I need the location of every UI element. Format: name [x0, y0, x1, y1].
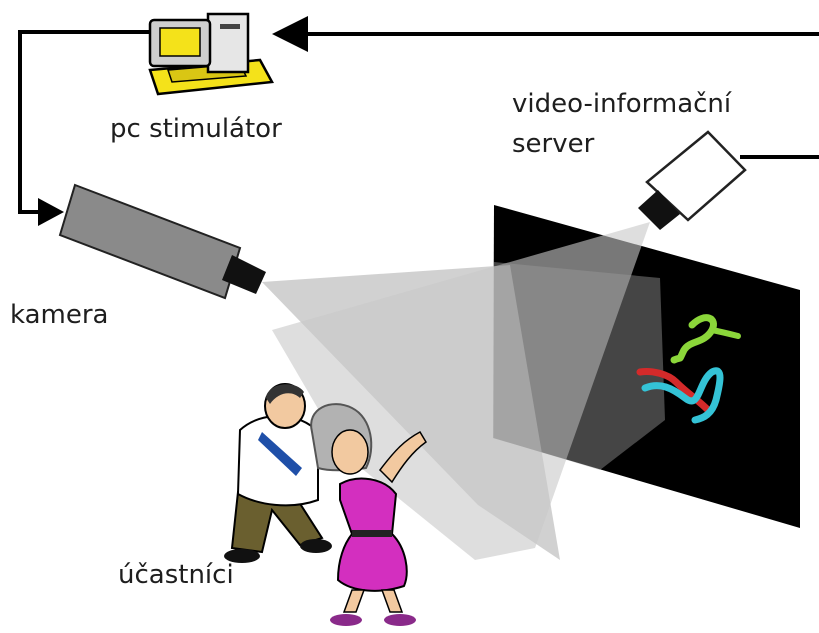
screen-drawing [636, 314, 741, 424]
computer-icon [148, 12, 274, 96]
man-shoe-left [224, 549, 260, 563]
woman-arm [379, 431, 427, 484]
projector-light-beam [272, 222, 650, 560]
participants-label: účastníci [118, 560, 234, 590]
camera-icon [58, 183, 266, 300]
participant-man [224, 383, 332, 563]
projector-lens [638, 190, 680, 230]
pc-stimulator-label: pc stimulátor [110, 114, 282, 144]
camera-body [58, 183, 242, 300]
cyan-stroke [641, 367, 724, 424]
woman-legs [342, 589, 404, 613]
green-stroke-tail [709, 327, 741, 339]
computer-tower [206, 12, 250, 74]
wire-pc-to-camera [18, 30, 150, 214]
arrow-to-pc [272, 16, 308, 52]
video-server-label: video-informační server [512, 84, 731, 164]
screen-overlap-tint [494, 262, 665, 470]
man-shoe-right [300, 539, 332, 553]
participants-icon [224, 383, 427, 626]
woman-face [331, 429, 369, 475]
computer-tower-slot [220, 24, 240, 29]
man-torso [236, 415, 319, 507]
man-tie [258, 432, 302, 476]
woman-shoe-right [384, 614, 416, 626]
arrow-to-camera [38, 198, 64, 226]
computer-monitor-screen [159, 27, 201, 57]
video-server-label-line2: server [512, 129, 595, 159]
man-hair [266, 384, 304, 404]
camera-label: kamera [10, 300, 109, 330]
video-server-label-line1: video-informační [512, 89, 732, 119]
green-stroke [670, 314, 717, 364]
projector-body [645, 130, 747, 222]
connection-wires [18, 30, 819, 214]
projector-icon [638, 130, 747, 230]
red-stroke [636, 368, 712, 414]
woman-shoe-left [330, 614, 362, 626]
participant-woman [310, 403, 427, 626]
woman-belt [352, 530, 392, 537]
camera-lens [222, 255, 266, 294]
